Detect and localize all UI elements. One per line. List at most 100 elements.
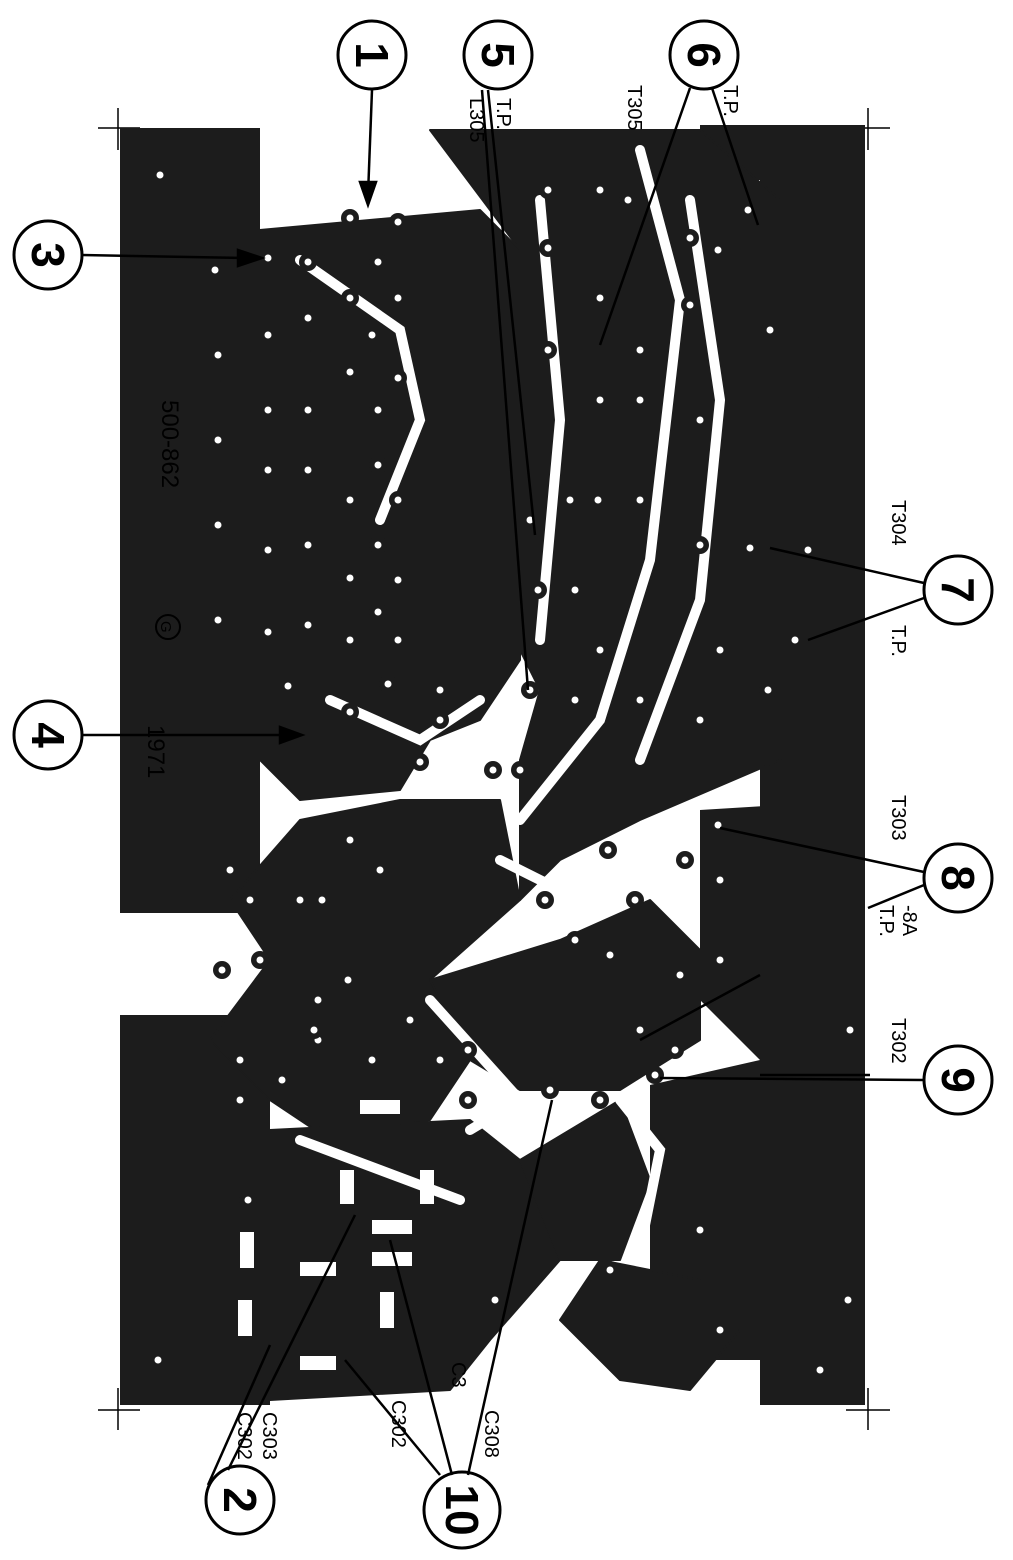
pad-hole [214,616,222,624]
pad-hole [544,186,552,194]
pad-hole [296,896,304,904]
leader-lines [81,87,925,1486]
pad-hole [346,574,354,582]
capacitor-pad [380,1292,394,1328]
label-t305: T305 [623,85,645,131]
pad-hole [394,294,402,302]
pad-hole [716,876,724,884]
capacitor-pad [360,1100,400,1114]
pad-hole [606,951,614,959]
pad-hole [596,186,604,194]
pad-hole [314,996,322,1004]
reference-labels: L305 T.P. T305 T.P. T304 T.P. T303 T.P. … [233,85,920,1460]
pad-hole [596,646,604,654]
pad-hole [544,346,552,354]
pad-hole [214,436,222,444]
pad-hole [394,576,402,584]
callout-10: 10 [422,1470,502,1550]
pad-hole [624,196,632,204]
pad-hole [766,326,774,334]
label-tp-7: T.P. [887,625,909,657]
callout-3: 3 [12,219,84,291]
pad-hole [764,686,772,694]
pad-hole [394,218,402,226]
pad-hole [676,971,684,979]
pad-hole [681,856,689,864]
pad-hole [714,246,722,254]
label-l305: L305 [465,98,487,143]
callout-9: 9 [922,1044,994,1116]
pad-hole [636,696,644,704]
pad-hole [636,346,644,354]
label-t304: T304 [887,500,909,546]
board-part-number: 500-862 [156,400,183,488]
pad-hole [304,466,312,474]
pad-hole [544,244,552,252]
pad-hole [346,708,354,716]
label-tp-6: T.P. [719,85,741,117]
pad-hole [346,294,354,302]
pad-hole [436,686,444,694]
pad-hole [246,896,254,904]
pad-hole [716,646,724,654]
pad-hole [594,496,602,504]
pad-hole [278,1076,286,1084]
capacitor-pad [420,1170,434,1204]
label-c302-b: C302 [387,1400,409,1448]
pad-hole [716,1326,724,1334]
pad-hole [304,541,312,549]
pad-hole [264,331,272,339]
pad-hole [256,956,264,964]
pad-hole [304,258,312,266]
pad-hole [651,1071,659,1079]
pad-hole [744,206,752,214]
pad-hole [346,214,354,222]
pad-hole [284,682,292,690]
pad-hole [214,351,222,359]
pad-hole [696,716,704,724]
label-t302: T302 [887,1018,909,1064]
pad-hole [264,628,272,636]
pad-hole [791,636,799,644]
pad-hole [746,544,754,552]
callout-5-number: 5 [472,42,524,68]
pad-hole [304,314,312,322]
pad-hole [571,936,579,944]
pad-hole [696,416,704,424]
pad-hole [346,496,354,504]
callout-2-number: 2 [214,1487,266,1513]
label-t303: T303 [887,795,909,841]
callout-6: 6 [668,19,740,91]
pad-hole [696,541,704,549]
pad-hole [416,758,424,766]
pad-hole [264,546,272,554]
pad-hole [211,266,219,274]
callout-9-number: 9 [932,1067,984,1093]
pad-hole [218,966,226,974]
pad-hole [394,374,402,382]
pad-hole [571,586,579,594]
callout-2: 2 [204,1464,276,1536]
callout-4: 4 [12,699,84,771]
pad-hole [346,836,354,844]
board-year: 1971 [142,725,169,778]
callout-10-number: 10 [436,1484,488,1535]
label-c302-a: C302 [233,1412,255,1460]
pad-hole [406,1016,414,1024]
pad-hole [716,956,724,964]
callout-8: 8 [922,842,994,914]
pad-hole [214,521,222,529]
pad-hole [156,171,164,179]
pad-hole [436,1056,444,1064]
pad-hole [686,301,694,309]
pad-hole [534,586,542,594]
label-c3: C3 [447,1362,469,1388]
pad-hole [636,1026,644,1034]
pad-hole [226,866,234,874]
capacitor-pad [300,1356,336,1370]
pad-hole [714,821,722,829]
pad-hole [686,234,694,242]
pad-hole [516,766,524,774]
callout-5: 5 [462,19,534,91]
